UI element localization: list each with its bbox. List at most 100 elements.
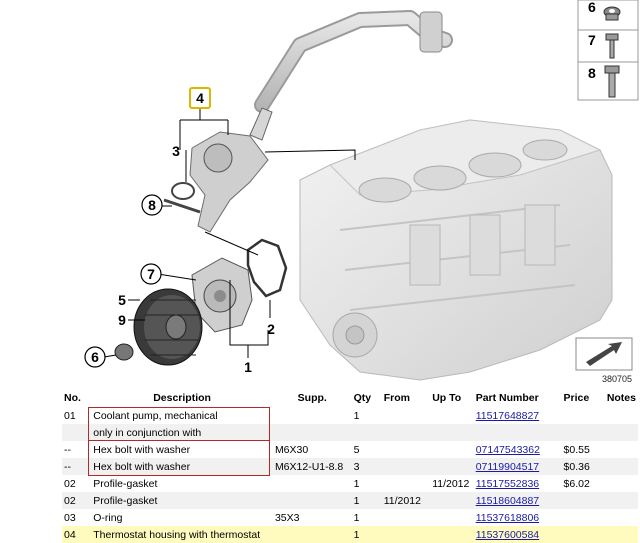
- orientation-arrow-box: [575, 337, 633, 371]
- cell-part-number: 07119904517: [473, 458, 562, 475]
- col-header-up-to: Up To: [432, 392, 462, 404]
- cell-supp: [272, 407, 352, 424]
- cell-notes: [604, 424, 638, 441]
- cell-description: Hex bolt with washer: [91, 441, 273, 458]
- cell-notes: [604, 458, 638, 475]
- cell-part-number: 11537618806: [473, 509, 562, 526]
- cell-up-to: [430, 509, 474, 526]
- cell-qty: [351, 424, 382, 441]
- svg-text:2: 2: [267, 321, 275, 337]
- svg-text:9: 9: [118, 312, 126, 328]
- cell-notes: [604, 526, 638, 543]
- col-header-price: Price: [563, 392, 590, 404]
- cell-notes: [604, 492, 638, 509]
- callout-9[interactable]: 9: [118, 312, 126, 328]
- cell-notes: [604, 441, 638, 458]
- cell-from: [381, 526, 431, 543]
- parts-diagram: 4 3 8 7 5 9 6 2 1 6 7 8: [84, 0, 639, 384]
- part-number-link[interactable]: 07147543362: [475, 443, 540, 456]
- callout-1[interactable]: 1: [244, 359, 252, 375]
- col-header-supp: Supp.: [297, 392, 327, 404]
- cell-up-to: [430, 424, 474, 441]
- cell-description: Coolant pump, mechanical: [91, 407, 273, 424]
- cell-qty: 1: [351, 407, 382, 424]
- cell-supp: [272, 424, 352, 441]
- part-number-link[interactable]: 07119904517: [475, 460, 540, 473]
- callout-7[interactable]: 7: [140, 263, 162, 285]
- cell-qty: 1: [351, 509, 382, 526]
- cell-qty: 1: [351, 526, 382, 543]
- cell-notes: [604, 509, 638, 526]
- bolt-illustration: [163, 198, 201, 214]
- cell-price: $6.02: [561, 475, 605, 492]
- col-header-from: From: [383, 392, 410, 404]
- parts-table: No. Description Supp. Qty From Up To Par…: [62, 389, 638, 543]
- cell-no: 02: [62, 475, 92, 492]
- cell-from: [381, 407, 431, 424]
- part-number-link[interactable]: 11517648827: [475, 409, 540, 422]
- svg-text:7: 7: [147, 266, 155, 282]
- table-header-row: No. Description Supp. Qty From Up To Par…: [62, 389, 638, 407]
- cell-no: --: [62, 458, 92, 475]
- cell-description: Hex bolt with washer: [91, 458, 273, 475]
- cell-part-number: 11518604887: [473, 492, 562, 509]
- cell-from: 11/2012: [381, 492, 431, 509]
- cell-part-number: 11517648827: [473, 407, 562, 424]
- callout-3[interactable]: 3: [172, 143, 180, 159]
- part-number-link[interactable]: 11537600584: [475, 528, 540, 541]
- callout-8[interactable]: 8: [141, 194, 163, 216]
- cell-description: O-ring: [91, 509, 273, 526]
- cell-price: [561, 407, 605, 424]
- part-number-link[interactable]: 11537618806: [475, 511, 540, 524]
- cell-notes: [604, 475, 638, 492]
- cell-from: [381, 509, 431, 526]
- cell-description: Profile-gasket: [91, 492, 273, 509]
- cell-no: [62, 424, 92, 441]
- cell-part-number: 07147543362: [473, 441, 562, 458]
- washer-illustration: [114, 343, 134, 361]
- washer-icon: [603, 6, 621, 21]
- cell-from: [381, 441, 431, 458]
- cell-price: [561, 526, 605, 543]
- cell-up-to: [430, 407, 474, 424]
- cell-part-number: [473, 424, 562, 441]
- table-row[interactable]: only in conjunction with: [62, 424, 638, 441]
- o-ring-illustration: [171, 182, 195, 200]
- side-part-label-6: 6: [588, 0, 596, 15]
- short-bolt-icon: [605, 33, 619, 59]
- cell-qty: 3: [351, 458, 382, 475]
- svg-text:3: 3: [172, 143, 180, 159]
- cell-supp: [272, 475, 352, 492]
- cell-price: [561, 424, 605, 441]
- cell-from: [381, 475, 431, 492]
- profile-gasket-illustration: [246, 238, 288, 298]
- side-part-label-7: 7: [588, 32, 596, 48]
- callout-6[interactable]: 6: [84, 346, 106, 368]
- cell-no: 04: [62, 526, 92, 543]
- cell-no: 01: [62, 407, 92, 424]
- cell-no: 03: [62, 509, 92, 526]
- part-number-link[interactable]: 11518604887: [475, 494, 540, 507]
- cell-up-to: [430, 526, 474, 543]
- callout-2[interactable]: 2: [267, 321, 275, 337]
- svg-text:4: 4: [196, 90, 204, 106]
- part-number-link[interactable]: 11517552836: [475, 477, 540, 490]
- cell-up-to: 11/2012: [430, 475, 474, 492]
- col-header-no: No.: [64, 392, 81, 404]
- cell-supp: M6X12-U1-8.8: [272, 458, 352, 475]
- cell-from: [381, 424, 431, 441]
- callout-5[interactable]: 5: [118, 292, 126, 308]
- cell-up-to: [430, 458, 474, 475]
- callout-4[interactable]: 4: [189, 87, 211, 109]
- svg-text:6: 6: [91, 349, 99, 365]
- long-bolt-icon: [604, 65, 620, 98]
- cell-up-to: [430, 492, 474, 509]
- cell-description: Profile-gasket: [91, 475, 273, 492]
